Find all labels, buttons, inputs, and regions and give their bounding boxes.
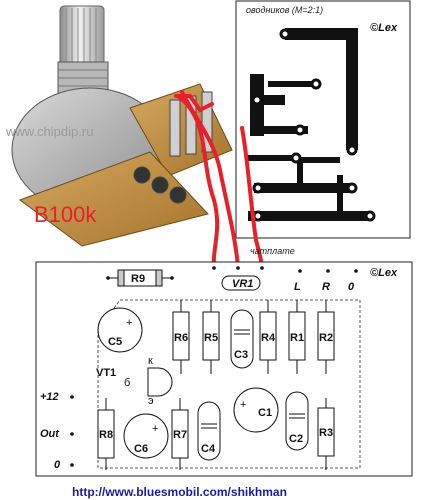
capacitor-C2: C2	[285, 391, 309, 451]
copyright-bottom: ©Lex	[370, 267, 398, 279]
C3-label: C3	[234, 349, 248, 361]
R5-label: R5	[204, 332, 218, 344]
capacitor-C3: C3	[230, 309, 254, 369]
resistor-R4: R4	[259, 300, 277, 374]
watermark: www.chipdip.ru	[5, 124, 93, 139]
resistor-R6: R6	[172, 300, 190, 374]
out-label: Out	[40, 428, 60, 440]
red-wires	[174, 90, 264, 270]
C4-label: C4	[201, 443, 216, 455]
terminal-L-label: L	[294, 281, 301, 293]
C5-label: C5	[108, 336, 122, 348]
pin-k-label: к	[148, 355, 153, 367]
pin-e-label: э	[148, 395, 154, 407]
transistor-VT1: VT1 к б э	[96, 355, 173, 407]
top-caption: оводников (M=2:1)	[246, 5, 323, 15]
resistor-R9: R9	[106, 269, 174, 287]
R2-label: R2	[319, 332, 333, 344]
vr1-connector: VR1	[212, 266, 264, 291]
pin-b-label: б	[124, 377, 130, 389]
R9-label: R9	[131, 273, 145, 285]
C2-label: C2	[289, 433, 303, 445]
resistor-R7: R7	[171, 398, 189, 470]
plus12-label: +12	[40, 391, 59, 403]
R1-label: R1	[290, 332, 304, 344]
svg-text:+: +	[126, 317, 132, 329]
terminal-R-label: R	[322, 281, 330, 293]
component-layout-panel: чатплате ©Lex L R 0 VR1 R9	[35, 246, 413, 477]
capacitor-C1: C1 +	[233, 387, 279, 433]
terminal-0-label: 0	[348, 281, 355, 293]
copper-layout-panel: оводников (M=2:1) ©Lex	[235, 0, 411, 239]
R6-label: R6	[174, 332, 188, 344]
resistor-R1: R1	[288, 300, 306, 374]
pot-value-label: B100k	[34, 202, 97, 227]
potentiometer-photo: www.chipdip.ru B100k	[5, 5, 233, 247]
VT1-label: VT1	[96, 367, 116, 379]
copper-pads	[251, 28, 376, 222]
svg-text:+: +	[240, 399, 246, 411]
vr1-label: VR1	[232, 278, 253, 290]
resistor-R8: R8	[97, 398, 115, 470]
resistor-R2: R2	[317, 300, 335, 374]
bottom-caption: чатплате	[250, 246, 295, 256]
C1-label: C1	[258, 407, 272, 419]
capacitor-C6: C6 +	[123, 413, 169, 459]
capacitor-C5: C5 +	[97, 307, 143, 353]
C6-label: C6	[134, 443, 148, 455]
R3-label: R3	[319, 427, 333, 439]
svg-text:+: +	[152, 423, 158, 435]
zero-label: 0	[54, 459, 61, 471]
capacitor-C4: C4	[197, 401, 221, 461]
resistor-R5: R5	[202, 300, 220, 374]
R4-label: R4	[261, 332, 276, 344]
copyright-top: ©Lex	[370, 22, 398, 34]
R7-label: R7	[173, 429, 187, 441]
footer-url-link[interactable]: http://www.bluesmobil.com/shikhman	[72, 485, 287, 499]
R8-label: R8	[99, 429, 113, 441]
resistor-R3: R3	[317, 398, 335, 470]
